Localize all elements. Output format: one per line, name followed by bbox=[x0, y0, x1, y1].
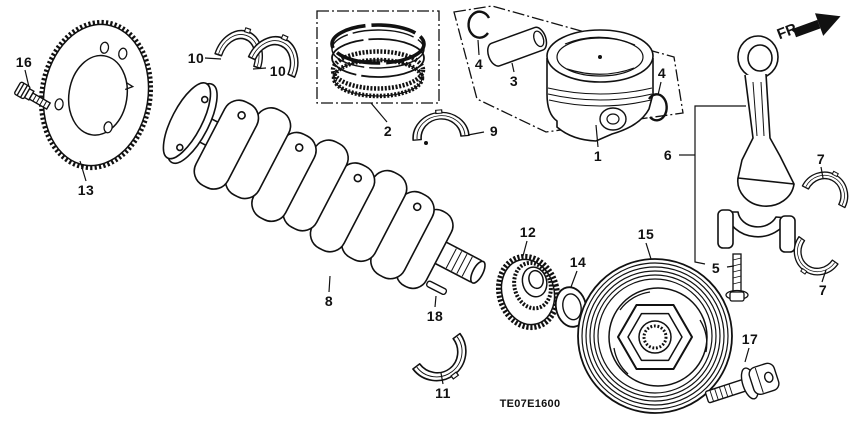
part-label-18: 18 bbox=[426, 308, 444, 324]
fr-direction-arrow bbox=[792, 13, 841, 38]
woodruff-key bbox=[425, 280, 448, 296]
bearing-oil-hole bbox=[424, 141, 428, 145]
part-label-7-top: 7 bbox=[816, 151, 826, 167]
piston-pin-clip-right bbox=[647, 93, 668, 122]
part-label-13: 13 bbox=[77, 182, 95, 198]
diagram-code: TE07E1600 bbox=[499, 398, 561, 410]
piston bbox=[546, 29, 654, 142]
connecting-rod bbox=[717, 35, 796, 253]
piston-pin-clip-left bbox=[467, 10, 491, 39]
part-label-3: 3 bbox=[509, 73, 519, 89]
crank-pulley bbox=[577, 258, 733, 414]
part-label-5: 5 bbox=[711, 260, 721, 276]
leader-lines bbox=[24, 39, 827, 385]
part-label-9: 9 bbox=[489, 123, 499, 139]
rod-bearing-upper bbox=[801, 161, 850, 209]
part-label-12: 12 bbox=[519, 224, 537, 240]
piston-pin-boss bbox=[599, 107, 627, 131]
part-label-15: 15 bbox=[637, 226, 655, 242]
timing-sprocket bbox=[495, 253, 561, 331]
part-label-11: 11 bbox=[435, 385, 451, 401]
part-label-7-bottom: 7 bbox=[818, 282, 828, 298]
piston-ring-set bbox=[316, 10, 440, 104]
part-label-10-right: 10 bbox=[269, 63, 287, 79]
drive-plate-bolt bbox=[14, 81, 52, 111]
main-bearing-9 bbox=[409, 106, 470, 142]
part-label-17: 17 bbox=[741, 331, 759, 347]
part-label-2: 2 bbox=[383, 123, 393, 139]
ring-set-boundary bbox=[316, 10, 440, 104]
part-label-1: 1 bbox=[593, 148, 603, 164]
part-label-14: 14 bbox=[569, 254, 587, 270]
part-label-4-right: 4 bbox=[657, 65, 667, 81]
pulley-washer bbox=[554, 286, 588, 328]
crankshaft bbox=[162, 82, 486, 290]
part-label-4-left: 4 bbox=[474, 56, 484, 72]
rod-bolt bbox=[725, 253, 749, 302]
piston-pin bbox=[487, 26, 548, 67]
part-label-8: 8 bbox=[324, 293, 334, 309]
part-label-16: 16 bbox=[15, 54, 33, 70]
pulley-bolt bbox=[704, 362, 780, 404]
part-label-6: 6 bbox=[663, 147, 673, 163]
piston-kit-boundary bbox=[453, 5, 684, 133]
drive-plate bbox=[38, 19, 154, 171]
part-label-10-left: 10 bbox=[187, 50, 205, 66]
